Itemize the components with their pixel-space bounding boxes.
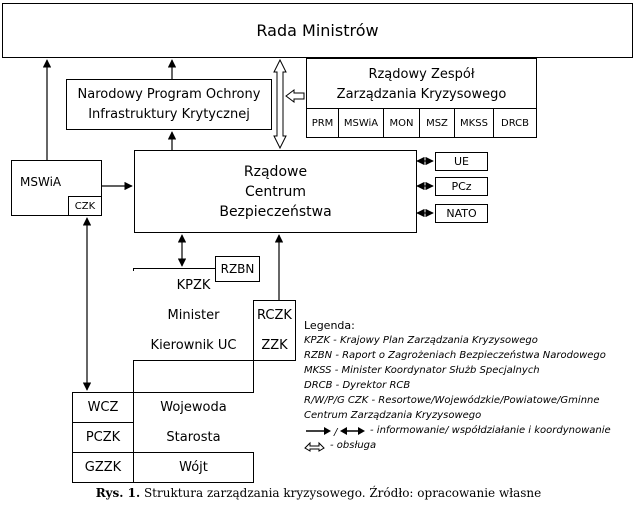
side-gzzk: GZZK — [72, 452, 134, 483]
output-nato: NATO — [435, 204, 488, 223]
side-zzk: ZZK — [261, 338, 288, 353]
rcb-box: Rządowe Centrum Bezpieczeństwa — [134, 150, 417, 233]
stack-wojewoda: Wojewoda — [133, 392, 254, 423]
side-right-frame — [253, 300, 296, 361]
side-wcz: WCZ — [72, 392, 134, 423]
side-pczk: PCZK — [72, 422, 134, 453]
legend-line-1: KPZK - Krajowy Plan Zarządzania Kryzysow… — [304, 335, 538, 346]
rada-ministrow-box: Rada Ministrów — [2, 3, 633, 58]
mswia-label: MSWiA — [20, 175, 62, 189]
legend: Legenda: KPZK - Krajowy Plan Zarządzania… — [304, 318, 611, 453]
service-arrow-rzz — [285, 89, 305, 103]
legend-title: Legenda: — [304, 319, 355, 332]
rada-ministrow-label: Rada Ministrów — [256, 21, 379, 40]
rcb-line-2: Centrum — [244, 183, 307, 200]
rzz-member-mon: MON — [383, 108, 420, 138]
rzz-title: Rządowy Zespół Zarządzania Kryzysowego — [307, 59, 536, 111]
legend-arrow-row: / - informowanie/ współdziałanie i koord… — [304, 423, 611, 438]
caption-label: Rys. 1. — [95, 486, 141, 500]
stack-starosta: Starosta — [133, 422, 254, 453]
rzz-member-prm: PRM — [306, 108, 339, 138]
side-rczk: RCZK — [257, 308, 292, 323]
caption-text: Struktura zarządzania kryzysowego. Źródł… — [143, 486, 542, 500]
rzz-member-mkss: MKSS — [454, 108, 494, 138]
legend-arrow-icon: / — [306, 426, 365, 437]
legend-service-row: - obsługa — [304, 438, 611, 453]
svg-text:/: / — [333, 427, 339, 437]
mswia-box: MSWiA — [11, 160, 102, 216]
legend-line-4: DRCB - Dyrektor RCB — [304, 380, 411, 391]
rzz-member-mswia: MSWiA — [338, 108, 384, 138]
rzbn-box: RZBN — [215, 256, 260, 282]
npo-line-2: Infrastruktury Krytycznej — [88, 106, 250, 122]
czk-box: CZK — [68, 196, 102, 216]
output-ue: UE — [435, 152, 488, 171]
rzz-title-line-1: Rządowy Zespół — [368, 67, 475, 82]
stack-kierownik-uc: Kierownik UC — [133, 330, 254, 361]
rcb-line-1: Rządowe — [243, 163, 308, 180]
stack-wojt: Wójt — [179, 460, 208, 475]
rcb-line-3: Bezpieczeństwa — [219, 203, 332, 220]
stack-minister: Minister — [133, 300, 254, 331]
npo-line-1: Narodowy Program Ochrony — [77, 86, 261, 102]
rzz-member-drcb: DRCB — [493, 108, 537, 138]
legend-service-icon — [304, 441, 325, 452]
legend-line-3: MKSS - Minister Koordynator Służb Specja… — [304, 365, 540, 376]
legend-service-text: - obsługa — [330, 440, 377, 451]
rzz-title-line-2: Zarządzania Kryzysowego — [336, 87, 507, 102]
legend-line-2: RZBN - Raport o Zagrożeniach Bezpieczeńs… — [304, 350, 606, 361]
service-arrow-rada — [273, 58, 287, 150]
npo-box: Narodowy Program Ochrony Infrastruktury … — [66, 79, 272, 130]
output-pcz: PCz — [435, 177, 488, 196]
figure-caption: Rys. 1. Struktura zarządzania kryzysoweg… — [0, 486, 637, 500]
legend-line-6: Centrum Zarządzania Kryzysowego — [304, 410, 482, 421]
legend-arrow-text: - informowanie/ współdziałanie i koordyn… — [370, 425, 611, 436]
rzz-member-msz: MSZ — [419, 108, 455, 138]
legend-line-5: R/W/P/G CZK - Resortowe/Wojewódzkie/Powi… — [304, 395, 600, 406]
